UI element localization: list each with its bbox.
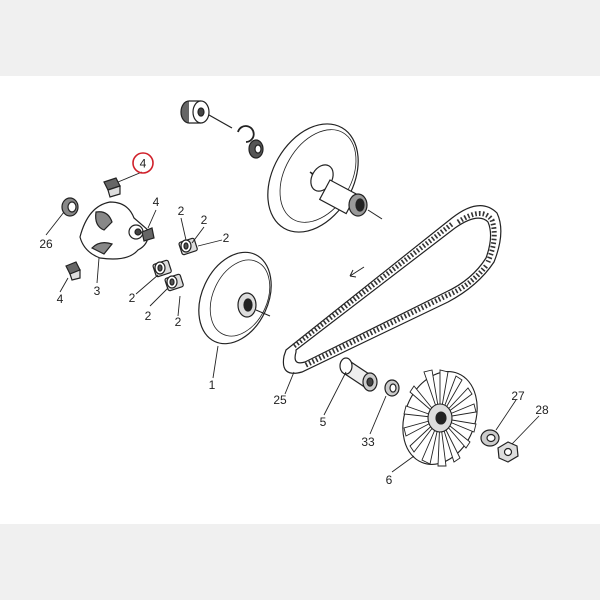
roller-weight bbox=[178, 237, 198, 256]
washer-33 bbox=[384, 379, 400, 397]
callout-5: 5 bbox=[320, 415, 327, 429]
belt-drive-exploded-diagram: 4 26 3 4 4 2 2 2 2 2 2 1 25 5 33 6 27 28 bbox=[39, 100, 549, 488]
roller-weights bbox=[152, 237, 198, 292]
callout-1: 1 bbox=[209, 378, 216, 392]
fixed-pulley-with-shaft bbox=[180, 100, 383, 233]
parts-diagram-canvas: 4 26 3 4 4 2 2 2 2 2 2 1 25 5 33 6 27 28 bbox=[0, 76, 600, 524]
nut-28 bbox=[497, 441, 519, 463]
leader-lines bbox=[45, 171, 540, 473]
callout-2: 2 bbox=[145, 309, 152, 323]
callout-4-lower: 4 bbox=[57, 292, 64, 306]
callout-2: 2 bbox=[129, 291, 136, 305]
callout-4-highlighted: 4 bbox=[140, 157, 147, 171]
callout-2: 2 bbox=[178, 204, 185, 218]
callout-4-middle: 4 bbox=[153, 195, 160, 209]
callout-2: 2 bbox=[201, 213, 208, 227]
drive-belt bbox=[282, 205, 502, 374]
callout-3: 3 bbox=[94, 284, 101, 298]
washer-27 bbox=[480, 429, 500, 447]
callout-26: 26 bbox=[39, 237, 53, 251]
callout-highlight-ring bbox=[132, 152, 154, 174]
callout-labels: 4 26 3 4 4 2 2 2 2 2 2 1 25 5 33 6 27 28 bbox=[39, 157, 549, 488]
callout-6: 6 bbox=[386, 473, 393, 487]
fan-drive-pulley bbox=[402, 369, 478, 467]
callout-2: 2 bbox=[175, 315, 182, 329]
roller-weight bbox=[152, 259, 172, 278]
callout-27: 27 bbox=[511, 389, 525, 403]
spacer-collar bbox=[339, 357, 378, 392]
ramp-plate bbox=[61, 177, 155, 281]
roller-weight bbox=[164, 273, 184, 292]
callout-28: 28 bbox=[535, 403, 549, 417]
callout-25: 25 bbox=[273, 393, 287, 407]
movable-drive-face bbox=[198, 251, 272, 345]
callout-2: 2 bbox=[223, 231, 230, 245]
callout-33: 33 bbox=[361, 435, 375, 449]
